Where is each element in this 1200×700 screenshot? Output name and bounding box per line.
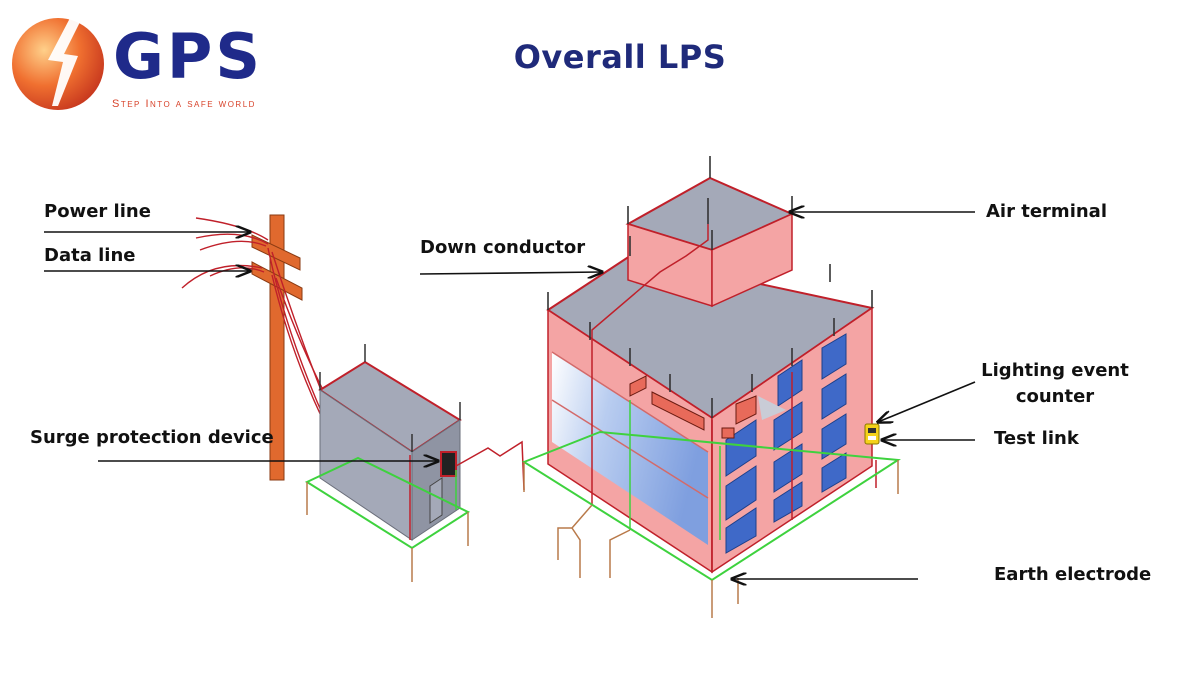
page-title: Overall LPS [513, 38, 727, 76]
label-lighting-event-counter: Lighting event counter [981, 360, 1129, 407]
label-air-terminal: Air terminal [986, 201, 1107, 222]
lightning-bolt-icon [48, 18, 82, 106]
label-surge-protection-device: Surge protection device [30, 427, 274, 448]
label-earth-electrode: Earth electrode [994, 564, 1152, 585]
logo-sphere [12, 18, 104, 110]
callout-arrows [44, 212, 976, 579]
arrow-icon [878, 381, 976, 422]
arrow-icon [419, 272, 602, 274]
small-building-earth [304, 456, 471, 582]
green-conductors [629, 400, 721, 540]
spd-box [440, 451, 457, 477]
logo-wordmark: GPS [113, 20, 263, 93]
small-building-door [429, 477, 443, 524]
logo [12, 18, 104, 110]
label-test-link: Test link [994, 428, 1079, 449]
label-down-conductor: Down conductor [420, 237, 586, 258]
main-building-earth [521, 430, 901, 618]
logo-tagline: Step Into a safe world [112, 98, 256, 110]
penthouse-side [711, 212, 793, 308]
side-windows [725, 333, 847, 554]
main-building [546, 156, 880, 574]
label-power-line: Power line [44, 201, 151, 222]
small-building [318, 344, 462, 541]
event-counter-device [864, 423, 880, 445]
roof-equipment [629, 375, 757, 439]
label-data-line: Data line [44, 245, 136, 266]
interconnect-cable [455, 440, 525, 491]
